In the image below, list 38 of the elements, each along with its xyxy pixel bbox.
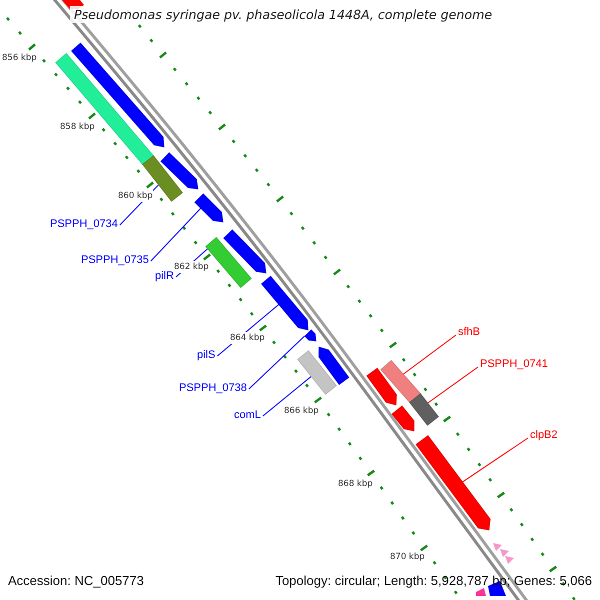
gene-feature (392, 405, 414, 432)
scale-label: 868 kbp (338, 478, 373, 490)
gene-feature (297, 350, 337, 395)
gene-label: sfhB (458, 325, 480, 339)
leader-line (262, 376, 312, 416)
gene-label: PSPPH_0735 (81, 253, 149, 267)
accession-label: Accession: NC_005773 (8, 573, 144, 588)
gene-label: pilR (155, 269, 174, 283)
gene-label: PSPPH_0741 (480, 357, 548, 371)
gene-feature (223, 229, 266, 274)
gene-feature (194, 193, 224, 222)
gene-feature (409, 393, 439, 426)
gene-feature (318, 346, 350, 385)
genome-info-label: Topology: circular; Length: 5,928,787 bp; Genes: 5,066 (275, 573, 592, 588)
scale-label: 864 kbp (230, 332, 265, 344)
gene-label: comL (234, 408, 261, 422)
gene-feature (260, 276, 308, 330)
leader-line (150, 208, 202, 262)
gene-feature (160, 152, 198, 190)
scale-label: 858 kbp (60, 121, 95, 133)
gene-label: PSPPH_0738 (179, 381, 247, 395)
gene-feature (380, 360, 421, 404)
scale-label: 870 kbp (390, 551, 425, 563)
gene-feature (304, 329, 316, 342)
scale-label: 856 kbp (2, 52, 37, 64)
leader-line (427, 366, 478, 404)
gene-label: pilS (197, 348, 216, 362)
gene-feature (55, 53, 154, 165)
scale-label: 866 kbp (284, 405, 319, 417)
gene-feature (416, 435, 491, 530)
gene-feature (366, 368, 397, 406)
gene-label: PSPPH_0734 (50, 217, 118, 231)
leader-line (462, 438, 528, 482)
leader-line (402, 334, 456, 375)
gene-label: clpB2 (530, 428, 558, 442)
leader-line (248, 336, 306, 390)
scale-label: 862 kbp (174, 261, 209, 273)
scale-label: 860 kbp (118, 190, 153, 202)
